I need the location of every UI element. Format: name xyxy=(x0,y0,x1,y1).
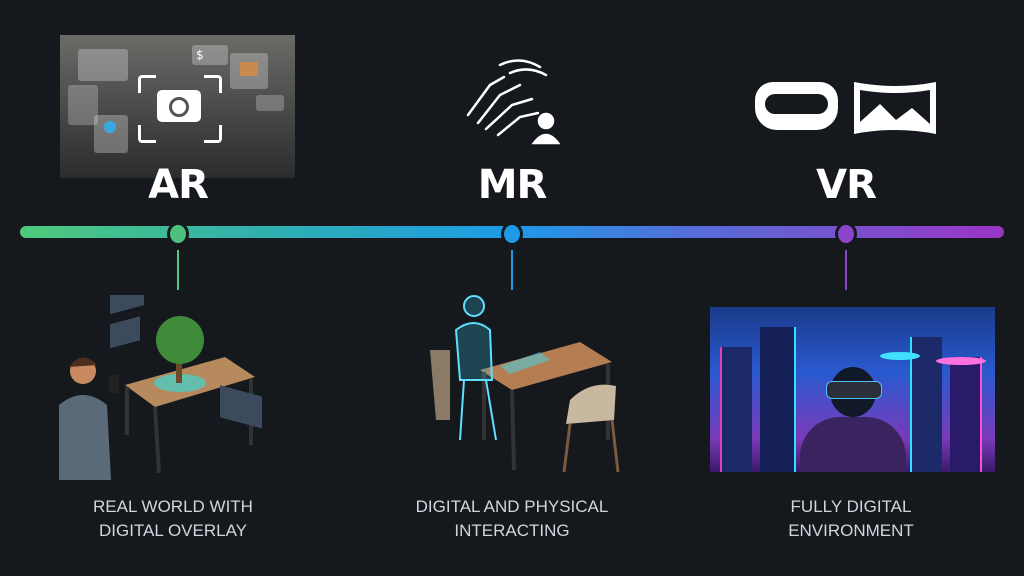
timeline-node-mr[interactable] xyxy=(501,222,523,246)
floating-platform xyxy=(880,352,920,360)
stage-label-vr: VR xyxy=(816,162,877,208)
dollar-card: $ xyxy=(192,45,228,65)
ui-card xyxy=(78,49,128,81)
camera-frame xyxy=(138,75,222,143)
vr-user-body xyxy=(800,417,906,472)
caption-mr-line2: INTERACTING xyxy=(454,521,570,540)
caption-ar: REAL WORLD WITH DIGITAL OVERLAY xyxy=(33,495,313,543)
progress-card xyxy=(256,95,284,111)
chart-card xyxy=(94,115,128,153)
stage-label-ar: AR xyxy=(148,162,209,208)
mr-hologram-person-illustration xyxy=(430,295,620,473)
building xyxy=(950,357,982,472)
caption-vr-line2: ENVIRONMENT xyxy=(788,521,914,540)
caption-mr-line1: DIGITAL AND PHYSICAL xyxy=(415,497,609,516)
connector-vr xyxy=(845,250,847,290)
panorama-icon xyxy=(854,82,936,134)
floating-platform xyxy=(936,357,986,365)
connector-ar xyxy=(177,250,179,290)
vr-headset-icon xyxy=(755,82,838,130)
building xyxy=(760,327,796,472)
vr-cyber-city-image xyxy=(710,307,995,472)
timeline-node-ar[interactable] xyxy=(167,222,189,246)
timeline-node-vr[interactable] xyxy=(835,222,857,246)
caption-ar-line1: REAL WORLD WITH xyxy=(93,497,253,516)
hands-person-icon xyxy=(466,59,561,145)
caption-vr: FULLY DIGITAL ENVIRONMENT xyxy=(711,495,991,543)
caption-vr-line1: FULLY DIGITAL xyxy=(790,497,912,516)
box-card xyxy=(230,53,268,89)
camera-icon xyxy=(157,90,201,122)
ar-overlay-image: $ xyxy=(60,35,295,178)
building xyxy=(720,347,752,472)
profile-card xyxy=(68,85,98,125)
connector-mr xyxy=(511,250,513,290)
ar-person-table-illustration xyxy=(59,295,262,480)
caption-ar-line2: DIGITAL OVERLAY xyxy=(98,521,247,540)
vr-user-headset xyxy=(826,381,882,399)
stage-label-mr: MR xyxy=(477,162,548,208)
caption-mr: DIGITAL AND PHYSICAL INTERACTING xyxy=(372,495,652,543)
